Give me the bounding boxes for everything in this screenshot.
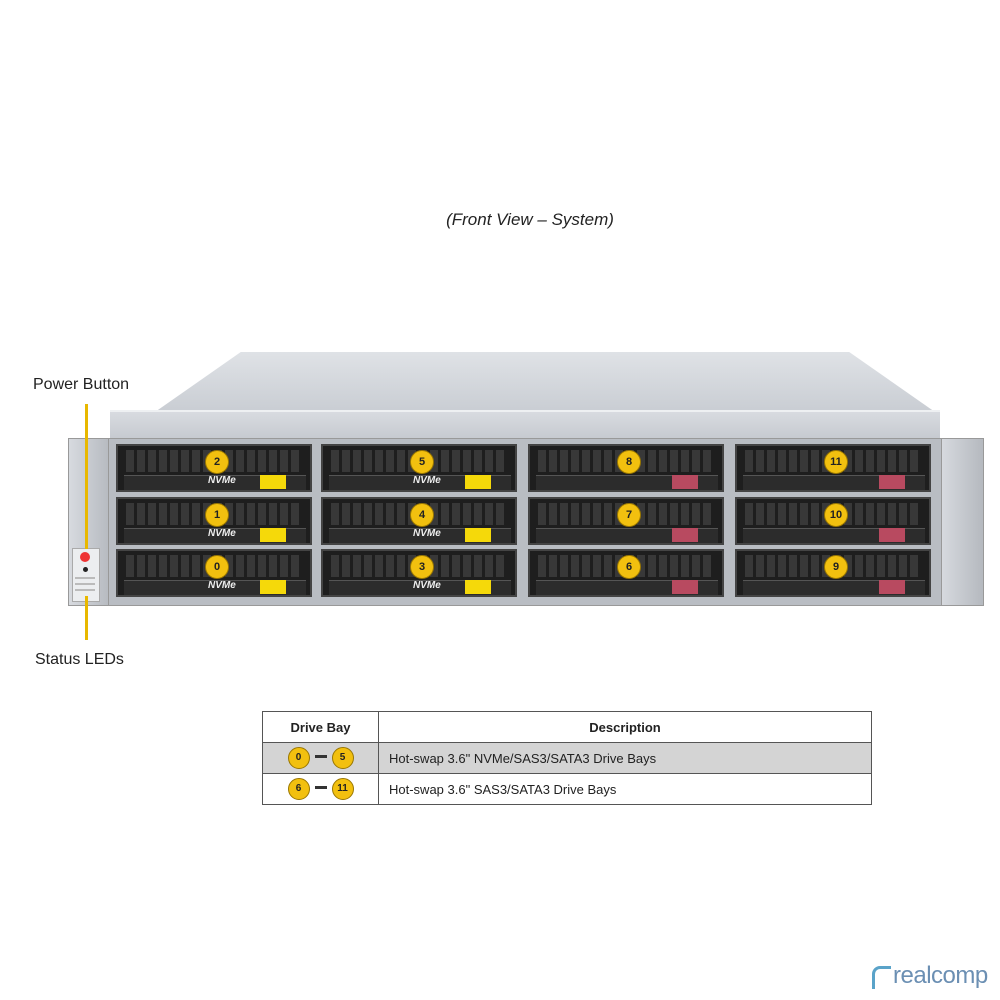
- status-leds: [75, 577, 95, 595]
- nvme-label: NVMe: [413, 580, 441, 591]
- drive-latch[interactable]: [879, 528, 905, 542]
- bay-number-badge: 11: [824, 450, 848, 474]
- bay-badge-from: 0: [287, 747, 310, 769]
- bay-number-badge: 1: [205, 503, 229, 527]
- bay-badge-from: 6: [287, 778, 310, 800]
- drive-latch[interactable]: [465, 528, 491, 542]
- drive-bay-11[interactable]: 11: [735, 444, 931, 492]
- right-rack-ear: [940, 438, 984, 606]
- drive-latch[interactable]: [879, 475, 905, 489]
- figure-caption: (Front View – System): [446, 210, 614, 229]
- drive-latch[interactable]: [879, 580, 905, 594]
- drive-bay-10[interactable]: 10: [735, 497, 931, 545]
- bay-number-badge: 4: [410, 503, 434, 527]
- bay-description: Hot-swap 3.6" NVMe/SAS3/SATA3 Drive Bays: [378, 742, 872, 774]
- bay-number-badge: 10: [824, 503, 848, 527]
- power-button-callout: Power Button: [33, 376, 130, 393]
- power-callout-line: [85, 404, 88, 549]
- bay-number-badge: 0: [205, 555, 229, 579]
- bay-range: 6 11: [262, 773, 379, 805]
- bay-badge-to: 5: [331, 747, 354, 769]
- status-leds-callout: Status LEDs: [35, 651, 124, 668]
- status-callout-line: [85, 596, 88, 640]
- nvme-label: NVMe: [208, 580, 236, 591]
- drive-bay-9[interactable]: 9: [735, 549, 931, 597]
- bay-number-badge: 3: [410, 555, 434, 579]
- drive-latch[interactable]: [260, 580, 286, 594]
- nvme-label: NVMe: [208, 528, 236, 539]
- nvme-label: NVMe: [413, 475, 441, 486]
- col-header-description: Description: [378, 711, 872, 743]
- bay-number-badge: 2: [205, 450, 229, 474]
- nvme-label: NVMe: [413, 528, 441, 539]
- col-header-drive-bay: Drive Bay: [262, 711, 379, 743]
- bay-number-badge: 5: [410, 450, 434, 474]
- bay-number-badge: 7: [617, 503, 641, 527]
- bay-number-badge: 9: [824, 555, 848, 579]
- drive-bay-7[interactable]: 7: [528, 497, 724, 545]
- table-row: 6 11 Hot-swap 3.6" SAS3/SATA3 Drive Bays: [262, 773, 872, 805]
- chassis-top-cover: [155, 352, 935, 412]
- drive-latch[interactable]: [672, 528, 698, 542]
- drive-latch[interactable]: [260, 475, 286, 489]
- uid-button[interactable]: [83, 567, 88, 572]
- drive-bay-8[interactable]: 8: [528, 444, 724, 492]
- bay-number-badge: 6: [617, 555, 641, 579]
- power-button[interactable]: [80, 552, 90, 562]
- chassis-top-lip: [110, 410, 940, 442]
- drive-latch[interactable]: [260, 528, 286, 542]
- bay-number-badge: 8: [617, 450, 641, 474]
- drive-bay-6[interactable]: 6: [528, 549, 724, 597]
- realcomp-logo-icon: [872, 966, 891, 989]
- drive-latch[interactable]: [465, 580, 491, 594]
- drive-latch[interactable]: [465, 475, 491, 489]
- drive-latch[interactable]: [672, 475, 698, 489]
- nvme-label: NVMe: [208, 475, 236, 486]
- realcomp-logo: realcomp: [893, 962, 988, 989]
- bay-badge-to: 11: [331, 778, 354, 800]
- bay-description: Hot-swap 3.6" SAS3/SATA3 Drive Bays: [378, 773, 872, 805]
- drive-latch[interactable]: [672, 580, 698, 594]
